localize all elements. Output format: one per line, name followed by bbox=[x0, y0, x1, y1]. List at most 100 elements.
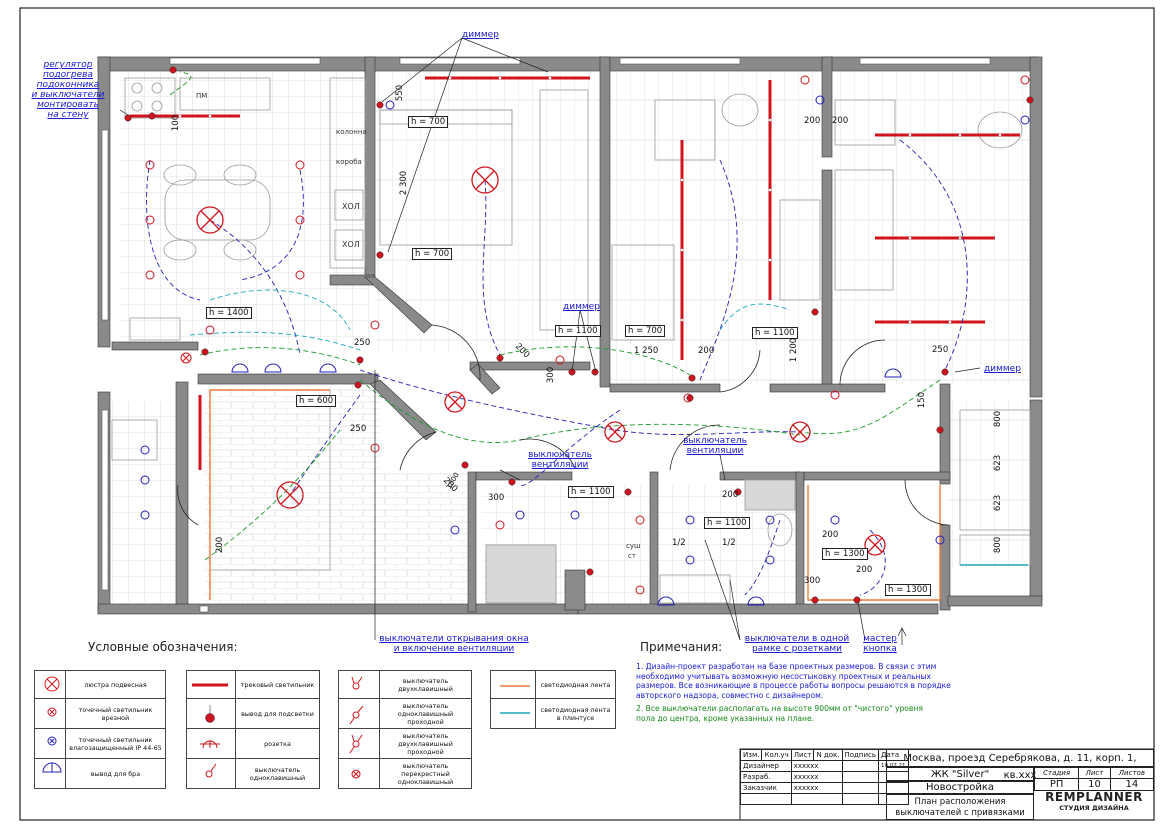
legend-text: вывод для подсветки bbox=[235, 698, 320, 729]
windows bbox=[101, 57, 991, 613]
dim-text: 1 250 bbox=[634, 346, 659, 356]
led-plinth-icon bbox=[490, 698, 536, 729]
wiring-green bbox=[169, 71, 941, 561]
dim-text: 250 bbox=[354, 338, 371, 348]
room-label: ст bbox=[628, 552, 636, 560]
heater-regulator-note: регулятор подогрева подоконника и выключ… bbox=[31, 60, 105, 120]
wiring-blue bbox=[146, 139, 968, 596]
vent-switch-left-note: выключатель вентиляции bbox=[528, 450, 592, 470]
room-label: ХОЛ bbox=[342, 202, 360, 211]
master-button-note: мастер кнопка bbox=[863, 634, 897, 654]
single-switch-icon bbox=[186, 758, 236, 789]
track-light-icon bbox=[186, 670, 236, 699]
room-label: суш bbox=[626, 542, 641, 550]
height-tag: h = 1300 bbox=[885, 584, 931, 596]
brand-logo: REMPLANNER СТУДИЯ ДИЗАЙНА bbox=[1045, 790, 1143, 812]
legend-text: светодиодная лента bbox=[535, 670, 616, 699]
complex-name: ЖК "Silver" bbox=[886, 767, 1034, 781]
socket-icon bbox=[186, 728, 236, 759]
height-tag: h = 1300 bbox=[822, 548, 868, 560]
height-tag: h = 1100 bbox=[752, 327, 798, 339]
legend-text: вывод для бра bbox=[65, 758, 166, 789]
dim-text: 250 bbox=[932, 345, 949, 355]
waterproof-spots bbox=[140, 95, 1030, 565]
diagonal-wall-3 bbox=[469, 363, 501, 395]
dim-text: 550 bbox=[395, 84, 406, 102]
socket-frame-note: выключатели в одной рамке с розетками bbox=[744, 634, 850, 654]
dim-text: 250 bbox=[350, 424, 367, 434]
height-tag: h = 1400 bbox=[206, 307, 252, 319]
track-light-dots bbox=[148, 76, 1002, 324]
cross-switch-icon bbox=[338, 758, 380, 789]
dim-text: 1/2 bbox=[722, 538, 736, 548]
led-strips bbox=[209, 389, 1028, 601]
height-tag: h = 700 bbox=[625, 325, 666, 337]
furniture bbox=[111, 77, 1031, 604]
room-label: ПМ bbox=[196, 92, 208, 100]
room-label: колонна bbox=[336, 128, 367, 136]
legend-text: выключатель двухклавишный bbox=[379, 670, 472, 699]
walls bbox=[97, 56, 1043, 615]
leader-lines bbox=[119, 37, 981, 645]
notes-title: Примечания: bbox=[640, 640, 723, 654]
height-tag: h = 600 bbox=[296, 395, 337, 407]
legend-text: люстра подвесная bbox=[65, 670, 166, 699]
vent-switch-right-note: выключатель вентиляции bbox=[683, 436, 747, 456]
height-tag: h = 700 bbox=[412, 248, 453, 260]
dim-text: 2 300 bbox=[399, 170, 410, 196]
legend-text: точечный светильник влагозащищенный IP 4… bbox=[65, 728, 166, 759]
legend-text: выключатель перекрестный одноклавишный bbox=[379, 758, 472, 789]
project-address: Москва, проезд Серебрякова, д. 11, корп.… bbox=[886, 749, 1154, 781]
legend-table-1: люстра подвесная точечный светильник вре… bbox=[34, 670, 166, 789]
legend-table-2: трековый светильник вывод для подсветки … bbox=[186, 670, 320, 789]
dim-text: 200 bbox=[804, 116, 821, 126]
kitchen-floor bbox=[120, 72, 370, 344]
legend-text: розетка bbox=[235, 728, 320, 759]
legend-text: трековый светильник bbox=[235, 670, 320, 699]
wiring-cyan bbox=[189, 289, 791, 351]
wardrobe-floor bbox=[948, 400, 1036, 570]
dim-text: 800 bbox=[993, 410, 1004, 428]
switch-clusters bbox=[124, 66, 1034, 604]
double-pass-switch-icon bbox=[338, 728, 380, 759]
dim-text: 300 bbox=[546, 366, 557, 384]
dim-text: 1 200 bbox=[789, 337, 800, 363]
height-tag: h = 700 bbox=[408, 116, 449, 128]
legend-text: точечный светильник врезной bbox=[65, 698, 166, 729]
dim-text: 200 bbox=[822, 530, 839, 540]
sconce-outlet-icon bbox=[34, 758, 66, 789]
dim-text: 150 bbox=[917, 391, 928, 409]
dimmer-top-note: диммер bbox=[462, 30, 499, 40]
dim-text: 100 bbox=[171, 114, 182, 132]
height-tag: h = 1100 bbox=[704, 517, 750, 529]
dimmer-mid-note: диммер bbox=[563, 302, 600, 312]
legend-table-3: выключатель двухклавишный выключатель од… bbox=[338, 670, 472, 789]
sconce-outlets bbox=[231, 363, 902, 606]
recessed-spot-icon bbox=[34, 698, 66, 729]
notes-text: 1. Дизайн-проект разработан на базе прое… bbox=[636, 662, 951, 723]
legend-text: выключатель двухклавишный проходной bbox=[379, 728, 472, 759]
dim-text: 623 bbox=[993, 454, 1004, 472]
dimmer-right-note: диммер bbox=[984, 364, 1021, 374]
doors bbox=[177, 324, 949, 526]
backlight-outlet-icon bbox=[186, 698, 236, 729]
room-label: ХОЛ bbox=[342, 240, 360, 249]
pendant-chandelier-icon bbox=[34, 670, 66, 699]
dim-text: 200 bbox=[698, 346, 715, 356]
dim-text: 200 bbox=[215, 536, 226, 554]
dim-text: 300 bbox=[488, 493, 505, 503]
hall-floor bbox=[380, 384, 940, 472]
bedroom3-floor bbox=[830, 72, 1035, 384]
vent-outlets bbox=[180, 352, 192, 364]
window-switches-note: выключатели открывания окна и включение … bbox=[379, 634, 529, 654]
waterproof-spot-icon bbox=[34, 728, 66, 759]
legend-text: выключатель одноклавишный bbox=[235, 758, 320, 789]
room-label: короба bbox=[336, 158, 362, 166]
dim-text: 800 bbox=[993, 536, 1004, 554]
legend-table-4: светодиодная лента светодиодная лента в … bbox=[490, 670, 616, 729]
dim-text: 200 bbox=[856, 565, 873, 575]
sheet-title: План расположения выключателей с привязк… bbox=[886, 794, 1034, 820]
led-strip-icon bbox=[490, 670, 536, 699]
